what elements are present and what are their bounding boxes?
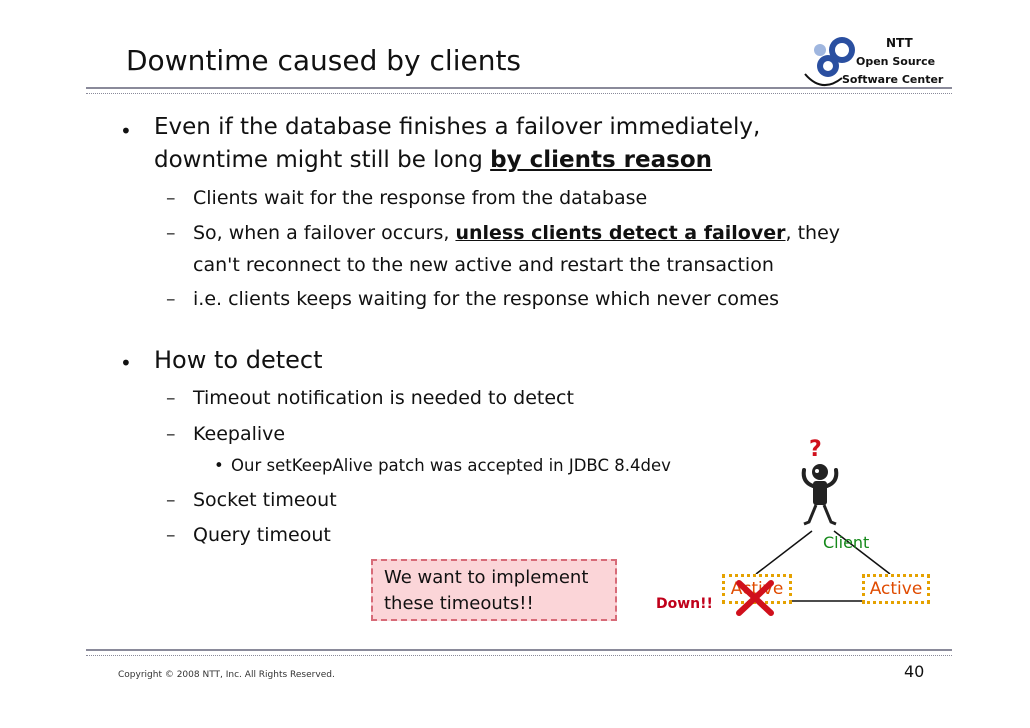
sub-dash: – — [166, 489, 176, 511]
logo-line-2: Open Source — [856, 55, 936, 68]
bullet1-line2-prefix: downtime might still be long — [154, 147, 491, 173]
right-active-node: Active — [862, 574, 930, 604]
logo-circles-icon — [804, 37, 855, 86]
bullet-dot: • — [120, 351, 132, 375]
sub1-item-2: So, when a failover occurs, unless clien… — [193, 222, 840, 244]
bullet1-line2: downtime might still be long by clients … — [154, 147, 712, 173]
callout-line-2: these timeouts!! — [384, 593, 534, 614]
sub2-item-2: Keepalive — [193, 423, 286, 445]
sub-dash: – — [166, 222, 176, 244]
sub1-item-2-prefix: So, when a failover occurs, — [193, 222, 456, 244]
sub1-item-2-suffix: , they — [785, 222, 841, 244]
confused-person-icon — [801, 464, 839, 526]
callout-text: We want to implement these timeouts!! — [384, 565, 588, 617]
sub-dash: – — [166, 423, 176, 445]
logo-line-1: NTT — [886, 36, 913, 50]
sub2-item-4: Socket timeout — [193, 489, 337, 511]
sub2-item-3: Our setKeepAlive patch was accepted in J… — [231, 456, 671, 475]
slide-title: Downtime caused by clients — [126, 44, 522, 77]
sub-dash: – — [166, 187, 176, 209]
page-number: 40 — [904, 662, 925, 681]
sub-dash: – — [166, 288, 176, 310]
right-node-label: Active — [869, 579, 923, 599]
sub1-item-2-cont: can't reconnect to the new active and re… — [193, 254, 774, 276]
sub2-item-5: Query timeout — [193, 524, 331, 546]
client-label: Client — [823, 533, 870, 552]
sub-sub-dot: • — [214, 456, 224, 475]
ntt-logo: NTT Open Source Software Center — [800, 30, 960, 94]
bullet2-text: How to detect — [154, 346, 323, 374]
sub-dash: – — [166, 387, 176, 409]
sub1-item-1: Clients wait for the response from the d… — [193, 187, 648, 209]
client-to-left-node-line — [755, 530, 813, 575]
client-to-right-node-line — [833, 530, 891, 575]
bullet1-line1: Even if the database finishes a failover… — [154, 114, 761, 140]
callout-line-1: We want to implement — [384, 567, 589, 588]
down-label: Down!! — [656, 596, 713, 612]
title-divider — [86, 87, 952, 94]
sub2-item-1: Timeout notification is needed to detect — [193, 387, 574, 409]
callout-box — [371, 559, 617, 621]
bullet1-line2-emphasis: by clients reason — [490, 147, 712, 173]
cross-icon — [736, 580, 774, 616]
sub1-item-2-emphasis: unless clients detect a failover — [455, 222, 786, 244]
sub-dash: – — [166, 524, 176, 546]
logo-line-3: Software Center — [842, 73, 944, 86]
footer-divider — [86, 649, 952, 656]
bullet-dot: • — [120, 119, 132, 143]
copyright: Copyright © 2008 NTT, Inc. All Rights Re… — [118, 670, 335, 680]
question-mark-icon: ? — [809, 437, 822, 462]
sub1-item-3: i.e. clients keeps waiting for the respo… — [193, 288, 780, 310]
